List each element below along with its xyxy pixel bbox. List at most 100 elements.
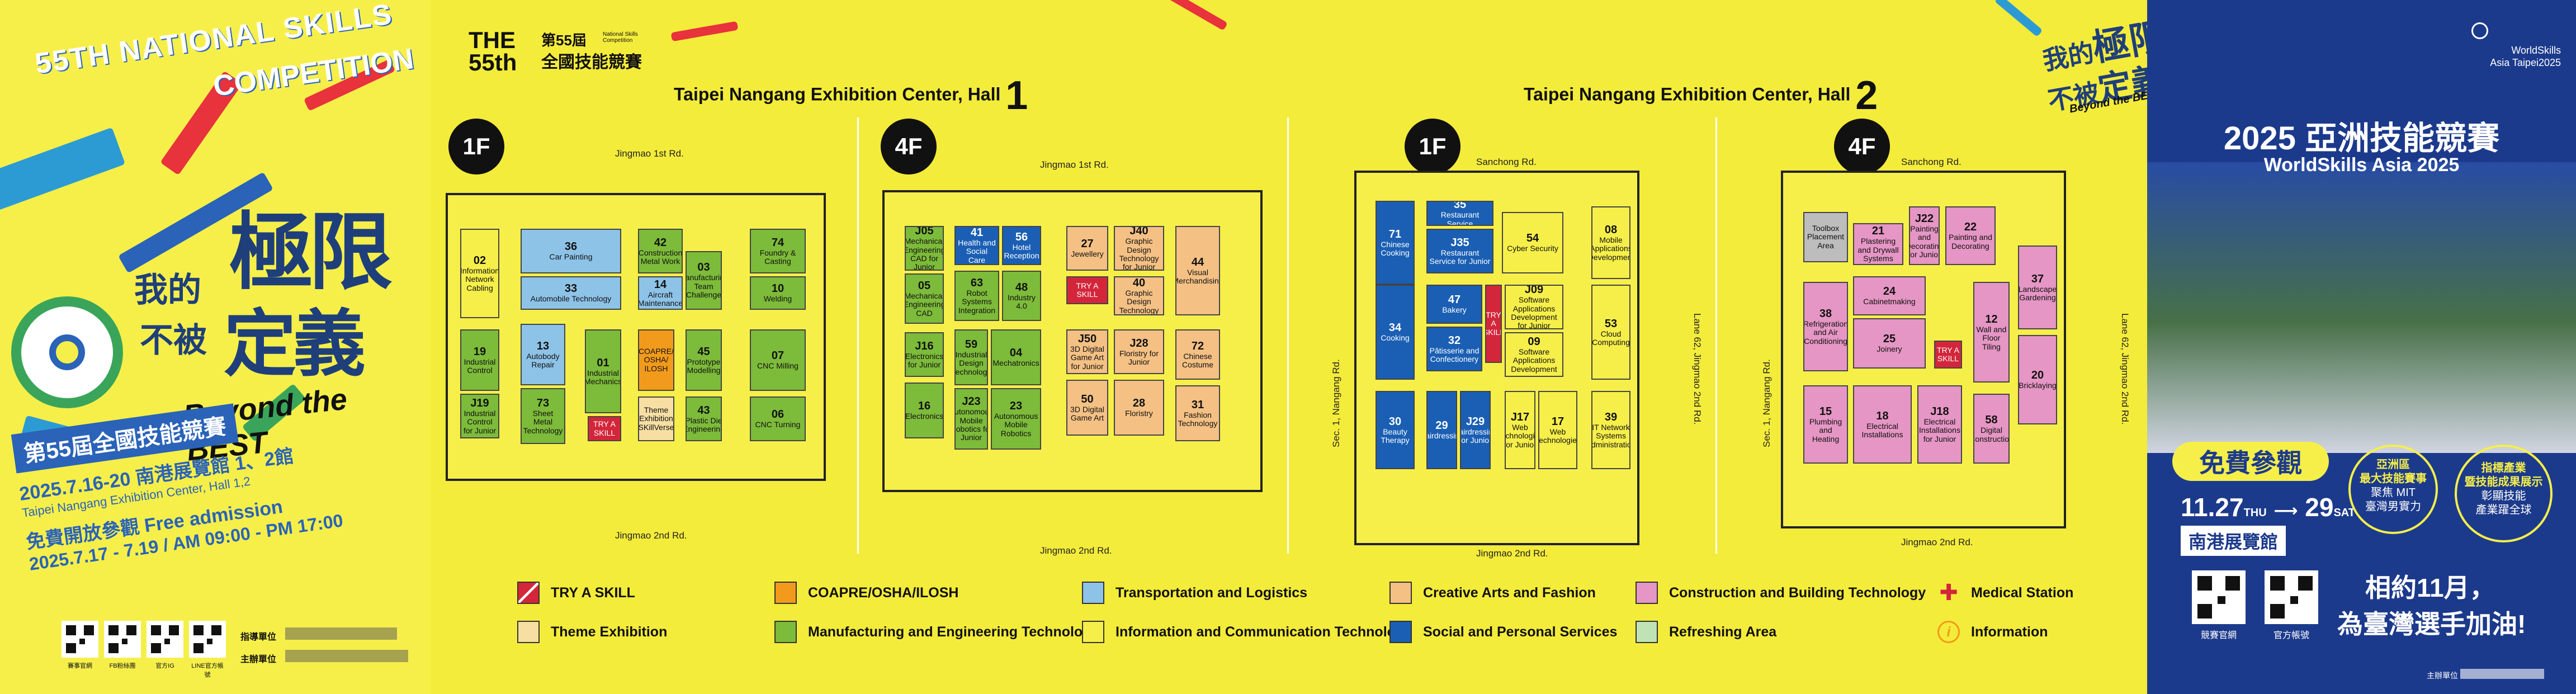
booth-name: Autobody Repair xyxy=(526,351,560,369)
ws-logo-line1: WorldSkills xyxy=(2511,45,2561,56)
booth-name: Electrical Installations xyxy=(1861,421,1903,439)
qr-code-website[interactable] xyxy=(62,621,98,658)
promo-title-cn: 2025 亞洲技能競賽 xyxy=(2223,120,2500,157)
booth-number: 47 xyxy=(1448,294,1461,306)
booth-number: 06 xyxy=(771,408,784,421)
booth: J29Hairdressing for Junior xyxy=(1460,391,1491,469)
booth-name: Wall and Floor Tiling xyxy=(1976,324,2007,351)
booth-number: 27 xyxy=(1081,238,1094,251)
medical-cross-icon: ✚ xyxy=(1939,580,1958,605)
booth-name: Digital Construction xyxy=(1974,426,2010,443)
booth-name: Mechanical Engineering CAD for Junior xyxy=(905,237,944,271)
booth-name: Chinese Cooking xyxy=(1381,239,1410,257)
booth: Theme Exhibition "SKillVerse" xyxy=(638,396,674,441)
legend-label: Medical Station xyxy=(1971,584,2074,601)
booth-name: Automobile Technology xyxy=(530,294,612,304)
booth-name: Industrial Control xyxy=(464,357,496,375)
legend-swatch xyxy=(1636,582,1658,604)
booth-number: 37 xyxy=(2031,272,2044,285)
legend-label: Manufacturing and Engineering Technology xyxy=(808,624,1099,640)
legend-swatch xyxy=(774,582,797,604)
qr-code-official[interactable] xyxy=(2265,570,2318,624)
booth-number: 05 xyxy=(918,279,931,292)
legend-label: Transportation and Logistics xyxy=(1116,584,1308,601)
promo-venue: 南港展覽館 xyxy=(2181,526,2286,556)
legend-swatch xyxy=(1389,621,1412,643)
decor-stripe xyxy=(1165,0,1228,31)
booth-name: Floristry xyxy=(1125,409,1153,418)
booth-name: Refrigeration and Air Conditioning xyxy=(1803,319,1848,346)
road-label: Jingmao 2nd Rd. xyxy=(1901,537,1973,547)
booth-name: Chinese Costume xyxy=(1181,351,1214,369)
booth-name: Industrial Design Technology xyxy=(955,350,987,376)
team-photo xyxy=(2147,162,2576,453)
free-visit-badge: 免費參觀 xyxy=(2172,442,2329,481)
road-label: Jingmao 1st Rd. xyxy=(1040,159,1109,170)
booth-number: 12 xyxy=(1985,313,1998,325)
hall2-title: Taipei Nangang Exhibition Center, Hall 2 xyxy=(1524,73,1878,119)
booth-number: 14 xyxy=(654,278,667,291)
booth-name: Information Network Cabling xyxy=(460,266,499,292)
legend-swatch xyxy=(517,582,540,604)
floor-badge-1f: 1F xyxy=(1405,119,1460,174)
booth-name: TRY A SKILL xyxy=(1937,345,1959,363)
legend-swatch xyxy=(1389,582,1412,604)
booth-name: Foundry & Casting xyxy=(759,248,796,266)
qr-code-instagram[interactable] xyxy=(146,621,183,658)
circle-text: 彰顯技能 xyxy=(2481,490,2526,502)
booth-number: 59 xyxy=(965,338,978,351)
divider xyxy=(857,117,859,554)
legend-label: Creative Arts and Fashion xyxy=(1423,584,1596,601)
booth-name: Restaurant Service for Junior xyxy=(1429,248,1491,266)
booth-name: Fashion Technology xyxy=(1178,410,1218,428)
booth: TRY A SKILL xyxy=(588,416,621,441)
booth-number: 01 xyxy=(597,356,609,369)
booth-number: 41 xyxy=(970,226,984,239)
legend-swatch xyxy=(1082,582,1104,604)
header-logo: THE 55th xyxy=(469,29,517,74)
booth-number: 07 xyxy=(771,350,784,362)
circle-text: 最大技能賽事 xyxy=(2360,473,2427,485)
qr-code-line[interactable] xyxy=(189,621,226,658)
road-label: Lane 62, Jingmao 2nd Rd. xyxy=(2120,313,2130,425)
highlight-circle-2: 指標產業 暨技能成果展示 彰顯技能 產業躍全球 xyxy=(2455,445,2553,542)
date-start: 11.27 xyxy=(2181,493,2244,522)
date-end: 29 xyxy=(2305,493,2334,522)
qr-code-facebook[interactable] xyxy=(104,621,141,658)
date-start-day: THU xyxy=(2243,507,2267,519)
booth-name: Visual Merchandising xyxy=(1176,267,1219,285)
legend-item: Refreshing Area xyxy=(1636,621,1776,643)
booth-number: 36 xyxy=(564,240,578,253)
booth-number: J22 xyxy=(1915,212,1934,225)
booth-name: Autonomous Mobile Robotics for Junior xyxy=(954,407,987,442)
booth: TRY A SKILL xyxy=(1934,341,1962,369)
qr-code-competition[interactable] xyxy=(2192,570,2246,624)
booth-name: Cyber Security xyxy=(1507,244,1558,253)
booth-number: 02 xyxy=(473,254,486,267)
booth-number: 17 xyxy=(1551,415,1564,428)
booth-number: 38 xyxy=(1819,307,1832,320)
booth-number: 15 xyxy=(1819,405,1832,418)
booth-number: 53 xyxy=(1604,317,1618,330)
